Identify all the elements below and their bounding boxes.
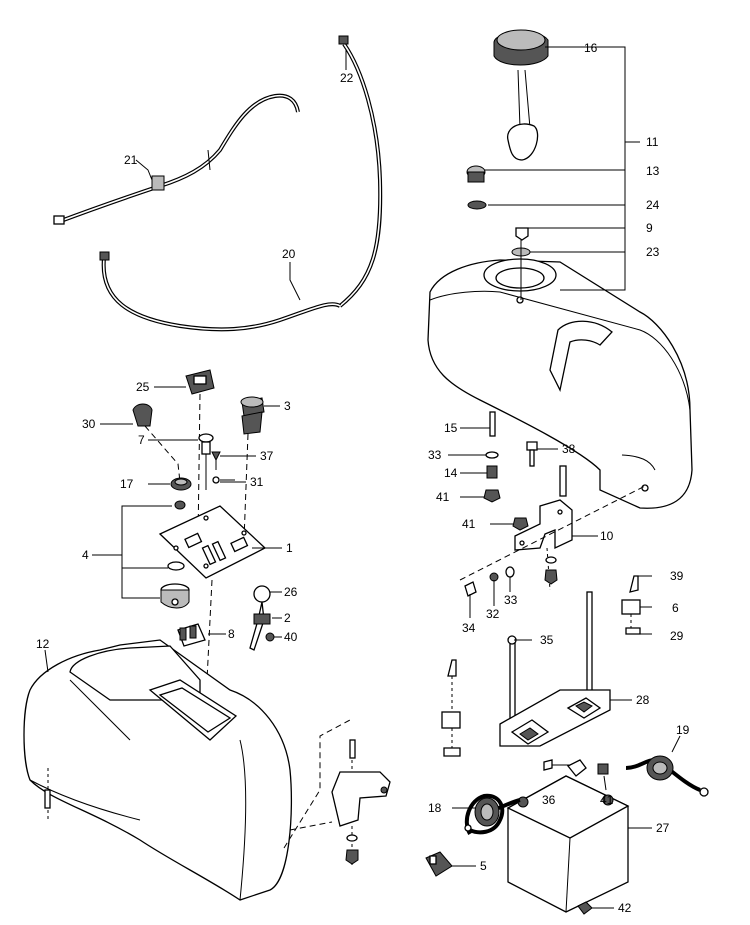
callout-14: 14 <box>444 466 458 480</box>
callout-27: 27 <box>656 821 670 835</box>
fitting-9 <box>515 227 529 241</box>
callout-11: 11 <box>646 135 659 149</box>
bracket-10 <box>459 485 646 591</box>
spring-14 <box>460 465 498 479</box>
callout-19: 19 <box>676 723 690 737</box>
callout-32: 32 <box>486 607 500 621</box>
nut-41a <box>460 489 501 503</box>
pin-rod <box>559 465 567 497</box>
bolt-34 <box>464 581 477 618</box>
throttle-4 <box>92 500 190 609</box>
washer-32 <box>489 572 499 582</box>
callout-41c: 41 <box>600 793 614 807</box>
cable-18 <box>452 793 521 835</box>
callout-4: 4 <box>82 548 89 562</box>
fuel-cap-16 <box>493 29 549 161</box>
callout-5: 5 <box>480 859 487 873</box>
choke-7 <box>198 433 214 490</box>
leader-20 <box>289 262 301 301</box>
knob-26 <box>253 585 271 603</box>
callout-21: 21 <box>124 153 138 167</box>
bolt-38 <box>526 441 558 467</box>
leaders-tank <box>484 169 625 253</box>
callout-36: 36 <box>542 793 556 807</box>
callout-35: 35 <box>540 633 554 647</box>
callout-38: 38 <box>562 442 576 456</box>
lever-2 <box>249 601 282 651</box>
battery-tray-28 <box>499 689 632 747</box>
fuel-tank-11 <box>427 258 693 509</box>
callout-33a: 33 <box>428 448 442 462</box>
callout-30: 30 <box>82 417 96 431</box>
connector-5 <box>425 851 476 877</box>
knob-30 <box>132 403 181 483</box>
control-plate-1 <box>158 505 267 579</box>
callout-8: 8 <box>228 627 235 641</box>
leader-12 <box>44 649 49 673</box>
callout-24: 24 <box>646 198 660 212</box>
callout-29: 29 <box>670 629 684 643</box>
callout-6: 6 <box>672 601 679 615</box>
callout-1: 1 <box>286 541 293 555</box>
callout-15: 15 <box>444 421 458 435</box>
callout-41b: 41 <box>462 517 476 531</box>
washer-33b <box>505 566 515 578</box>
leader-21 <box>135 159 153 181</box>
hood-bracket <box>283 719 391 868</box>
washer-24 <box>467 200 487 210</box>
leader-11-group <box>545 46 626 291</box>
callout-16: 16 <box>584 41 598 55</box>
callout-18: 18 <box>428 801 442 815</box>
leaders-32-33 <box>493 577 511 606</box>
callout-23: 23 <box>646 245 660 259</box>
callout-34: 34 <box>462 621 476 635</box>
callout-12: 12 <box>36 637 50 651</box>
callout-41a: 41 <box>436 490 450 504</box>
vent-13 <box>466 165 486 183</box>
callout-20: 20 <box>282 247 296 261</box>
callout-39: 39 <box>670 569 684 583</box>
callout-40: 40 <box>284 630 298 644</box>
callout-10: 10 <box>600 529 614 543</box>
screw-37 <box>211 451 221 470</box>
callout-17: 17 <box>120 477 134 491</box>
pickup-23 <box>511 240 531 300</box>
bolt-36 <box>543 759 575 771</box>
callout-37: 37 <box>260 449 274 463</box>
hood-12 <box>23 639 293 901</box>
washer-42 <box>577 901 614 915</box>
washer-31 <box>212 476 220 484</box>
relay-6 <box>621 575 652 635</box>
battery-27 <box>506 775 652 913</box>
callout-28: 28 <box>636 693 650 707</box>
callout-22: 22 <box>340 71 354 85</box>
callout-42: 42 <box>618 901 632 915</box>
callout-9: 9 <box>646 221 653 235</box>
nut-40 <box>265 632 275 642</box>
hose-21 <box>53 93 300 225</box>
callout-26: 26 <box>284 585 298 599</box>
callout-13: 13 <box>646 164 660 178</box>
cable-19 <box>625 735 709 797</box>
callout-33b: 33 <box>504 593 518 607</box>
callout-31: 31 <box>250 475 264 489</box>
stud-15 <box>460 411 496 437</box>
hose-20 <box>99 251 342 332</box>
callout-3: 3 <box>284 399 291 413</box>
grommet-17 <box>170 477 192 491</box>
key-switch-3 <box>240 396 265 541</box>
relay-left <box>441 659 461 757</box>
callout-2: 2 <box>284 611 291 625</box>
washer-33a <box>448 451 499 459</box>
nut-41c <box>566 759 609 791</box>
callout-7: 7 <box>138 433 145 447</box>
callout-25: 25 <box>136 380 150 394</box>
switch-8 <box>177 623 206 647</box>
hose-22 <box>338 35 383 308</box>
